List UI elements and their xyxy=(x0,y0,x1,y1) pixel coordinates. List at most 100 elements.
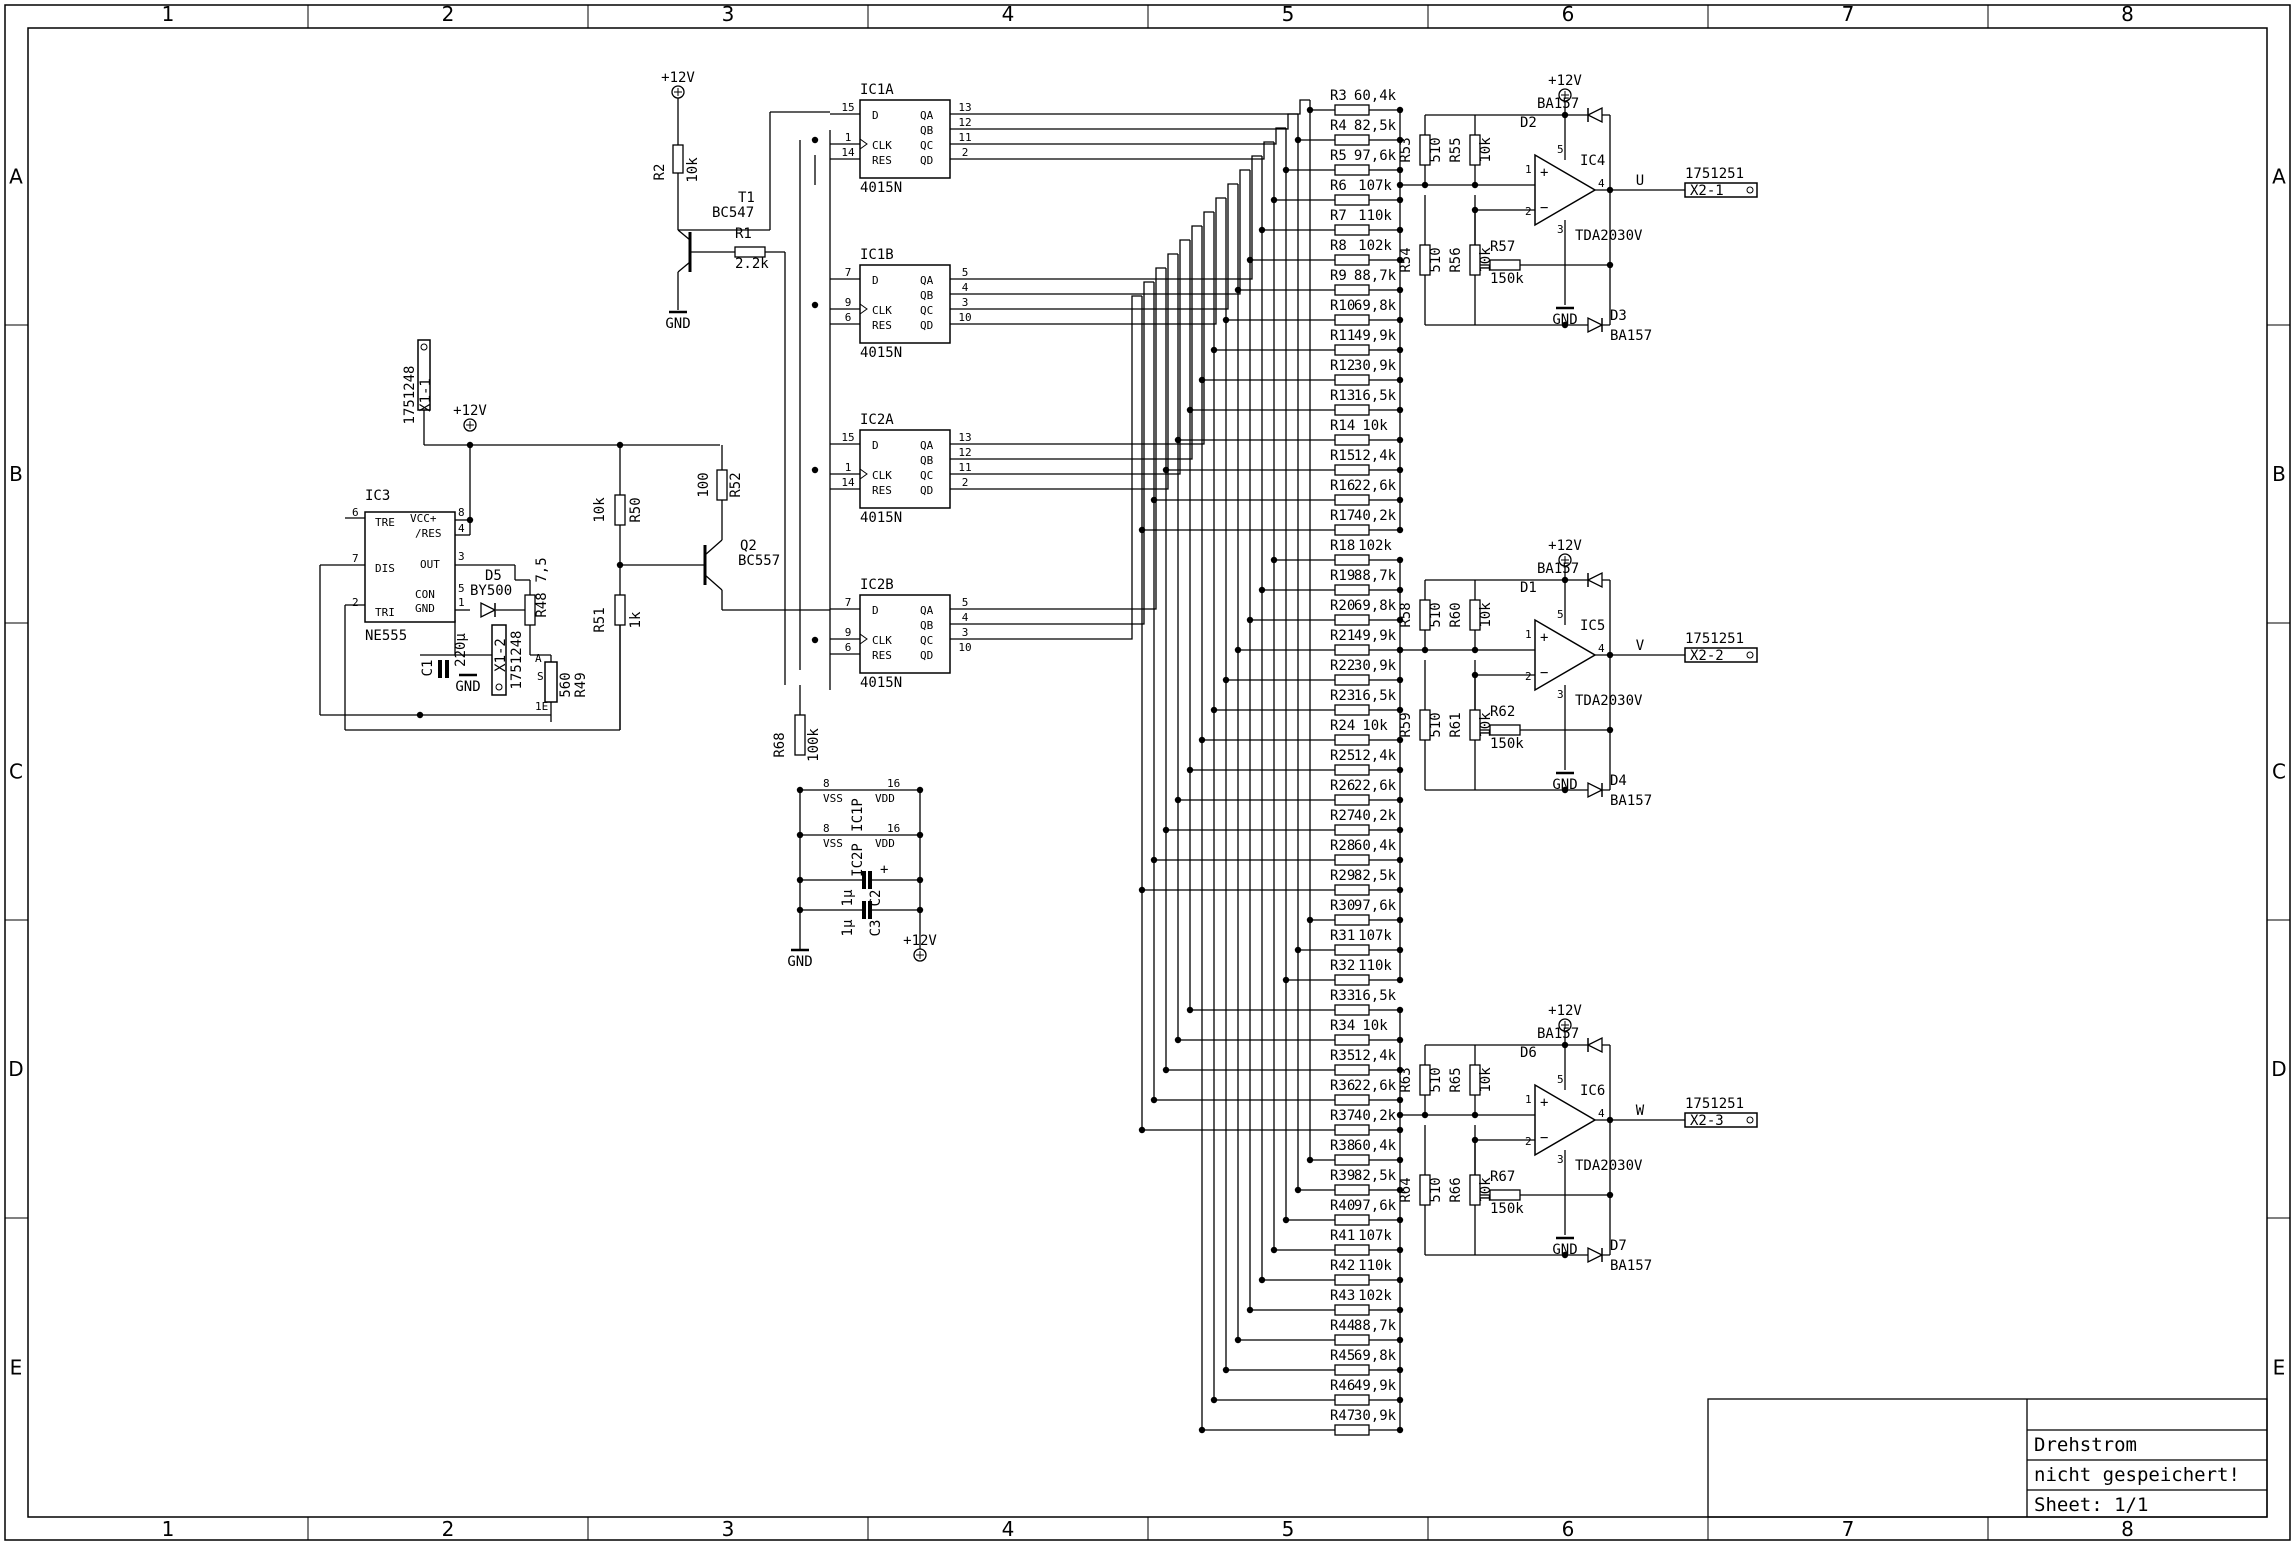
resistor-value: 22,6k xyxy=(1354,778,1397,794)
pin-number: 3 xyxy=(1557,688,1564,701)
connector-part: 1751251 xyxy=(1685,166,1744,182)
junction-dot xyxy=(1396,1216,1404,1224)
resistor-value: 510 xyxy=(1428,712,1444,737)
junction-dot xyxy=(1396,826,1404,834)
resistor-value: 10k xyxy=(1478,602,1494,628)
ground-label: GND xyxy=(1552,312,1577,328)
row-label: B xyxy=(2272,462,2286,486)
resistor-value: 10k xyxy=(1478,1177,1494,1203)
resistor-ref: R22 xyxy=(1330,658,1355,674)
diode-d3 xyxy=(1587,316,1604,334)
junction-dot xyxy=(1396,106,1404,114)
status-text: nicht gespeichert! xyxy=(2034,1464,2240,1486)
ladder-resistor xyxy=(1334,1064,1370,1076)
capacitor-ref: C1 xyxy=(420,660,436,677)
wire xyxy=(950,113,1298,130)
pin-number: 14 xyxy=(841,476,855,489)
title-block xyxy=(1707,1398,2268,1518)
junction-dot xyxy=(616,561,624,569)
resistor-ref: R50 xyxy=(628,497,644,522)
supply-label: +12V xyxy=(903,933,937,949)
junction-dot xyxy=(1186,766,1194,774)
opamp-minus: − xyxy=(1540,1130,1548,1146)
connector-ref: X2-1 xyxy=(1690,183,1724,199)
junction-dot xyxy=(1606,726,1614,734)
column-label: 1 xyxy=(162,1517,175,1541)
junction-dot xyxy=(1258,1276,1266,1284)
pin-name: TRI xyxy=(375,606,395,619)
junction-dot xyxy=(811,466,819,474)
resistor-value: 60,4k xyxy=(1354,838,1397,854)
resistor-value: 10k xyxy=(1478,712,1494,738)
resistor-r50 xyxy=(614,494,626,526)
resistor-value: 88,7k xyxy=(1354,268,1397,284)
capacitor-c1 xyxy=(438,660,442,678)
resistor-value: 49,9k xyxy=(1354,328,1397,344)
input-name: D xyxy=(872,439,879,452)
ladder-resistor xyxy=(1334,704,1370,716)
output-name: QA xyxy=(920,274,934,287)
pin-number: 5 xyxy=(1557,1073,1564,1086)
pin-number: 5 xyxy=(962,266,969,279)
pin-name: VDD xyxy=(875,792,895,805)
column-label: 3 xyxy=(722,2,735,26)
resistor-r59 xyxy=(1419,709,1431,741)
junction-dot xyxy=(811,301,819,309)
junction-dot xyxy=(1210,1396,1218,1404)
ladder-resistor xyxy=(1334,134,1370,146)
ground-label: GND xyxy=(455,679,480,695)
resistor-value: 69,8k xyxy=(1354,298,1397,314)
resistor-value: 560 xyxy=(558,672,574,697)
ladder-resistor xyxy=(1334,164,1370,176)
ladder-resistor xyxy=(1334,224,1370,236)
junction-dot xyxy=(1150,856,1158,864)
junction-dot xyxy=(1150,1096,1158,1104)
junction-dot xyxy=(1396,1126,1404,1134)
wire xyxy=(950,169,1250,295)
ic-ref: IC2A xyxy=(860,412,894,428)
resistor-ref: R42 xyxy=(1330,1258,1355,1274)
pin-name: OUT xyxy=(420,558,440,571)
ladder-resistor xyxy=(1334,314,1370,326)
input-name: D xyxy=(872,109,879,122)
junction-dot xyxy=(1246,616,1254,624)
ladder-resistor xyxy=(1334,494,1370,506)
input-name: CLK xyxy=(872,634,892,647)
resistor-r61 xyxy=(1469,709,1481,741)
ladder-resistor xyxy=(1334,254,1370,266)
junction-dot xyxy=(1162,466,1170,474)
input-name: D xyxy=(872,604,879,617)
resistor-ref: R67 xyxy=(1490,1169,1515,1185)
junction-dot xyxy=(1222,316,1230,324)
pin-number: 2 xyxy=(1525,1135,1532,1148)
junction-dot xyxy=(916,831,924,839)
pin-number: 10 xyxy=(958,311,971,324)
capacitor-value: 1µ xyxy=(840,919,856,936)
resistor-ref: R48 xyxy=(534,592,550,617)
shift-register-ic1a xyxy=(859,99,951,179)
connector-ref: X1-2 xyxy=(493,638,509,672)
pin-number: 4 xyxy=(1598,177,1605,190)
junction-dot xyxy=(1396,406,1404,414)
resistor-value: 10k xyxy=(1362,1018,1388,1034)
ladder-resistor xyxy=(1334,734,1370,746)
resistor-ref: R41 xyxy=(1330,1228,1355,1244)
resistor-value: 107k xyxy=(1358,1228,1392,1244)
ic-ref: IC1A xyxy=(860,82,894,98)
junction-dot xyxy=(1258,226,1266,234)
junction-dot xyxy=(1606,186,1614,194)
junction-dot xyxy=(1396,136,1404,144)
junction-dot xyxy=(1396,1156,1404,1164)
resistor-ref: R10 xyxy=(1330,298,1355,314)
junction-dot xyxy=(1396,796,1404,804)
row-label: C xyxy=(2272,760,2286,784)
junction-dot xyxy=(916,906,924,914)
ic-part: 4015N xyxy=(860,345,902,361)
resistor-r55 xyxy=(1469,134,1481,166)
wire xyxy=(950,99,1310,115)
pin-number: 6 xyxy=(845,311,852,324)
ladder-resistor xyxy=(1334,1244,1370,1256)
junction-dot xyxy=(1396,916,1404,924)
column-label: 5 xyxy=(1282,2,1295,26)
junction-dot xyxy=(466,441,474,449)
